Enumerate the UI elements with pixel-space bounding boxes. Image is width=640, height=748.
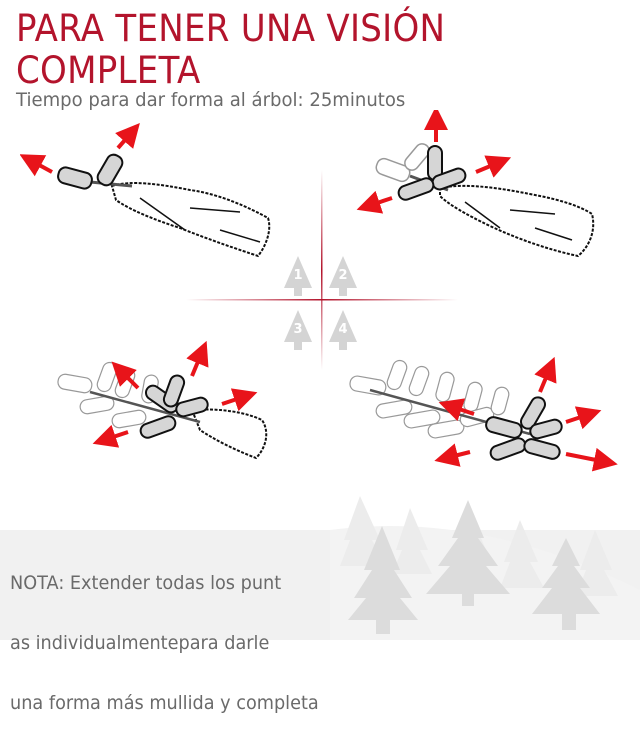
step-number-4: 4 — [338, 322, 348, 337]
step-number-1: 1 — [293, 268, 303, 283]
step-2-branch-illustration — [356, 110, 595, 258]
step-number-3: 3 — [293, 322, 303, 337]
tree-badge-icon — [284, 256, 312, 296]
step-4-branch-illustration — [349, 356, 618, 472]
step-3-branch-illustration — [57, 340, 268, 460]
step-number-2: 2 — [338, 268, 348, 283]
tree-badge-icon — [284, 310, 312, 350]
note-line-1: NOTA: Extender todas los punt — [10, 572, 282, 594]
step-badge-1: 1 — [281, 254, 315, 298]
step-badge-4: 4 — [326, 308, 360, 352]
page-title: PARA TENER UNA VISIÓN COMPLETA — [16, 8, 445, 92]
shaping-time-subtitle: Tiempo para dar forma al árbol: 25minuto… — [16, 89, 406, 111]
note-text: NOTA: Extender todas los punt as individ… — [10, 538, 319, 748]
step-cross-divider — [186, 170, 458, 370]
step-1-branch-illustration — [20, 122, 271, 258]
step-badge-3: 3 — [281, 308, 315, 352]
title-line-1: PARA TENER UNA VISIÓN — [16, 7, 446, 50]
tree-badge-icon — [329, 256, 357, 296]
forest-background-decoration — [330, 496, 640, 640]
note-line-2: as individualmentepara darle — [10, 632, 270, 654]
step-badge-2: 2 — [326, 254, 360, 298]
tree-badge-icon — [329, 310, 357, 350]
note-line-3: una forma más mullida y completa — [10, 692, 319, 714]
title-line-2: COMPLETA — [16, 49, 201, 92]
